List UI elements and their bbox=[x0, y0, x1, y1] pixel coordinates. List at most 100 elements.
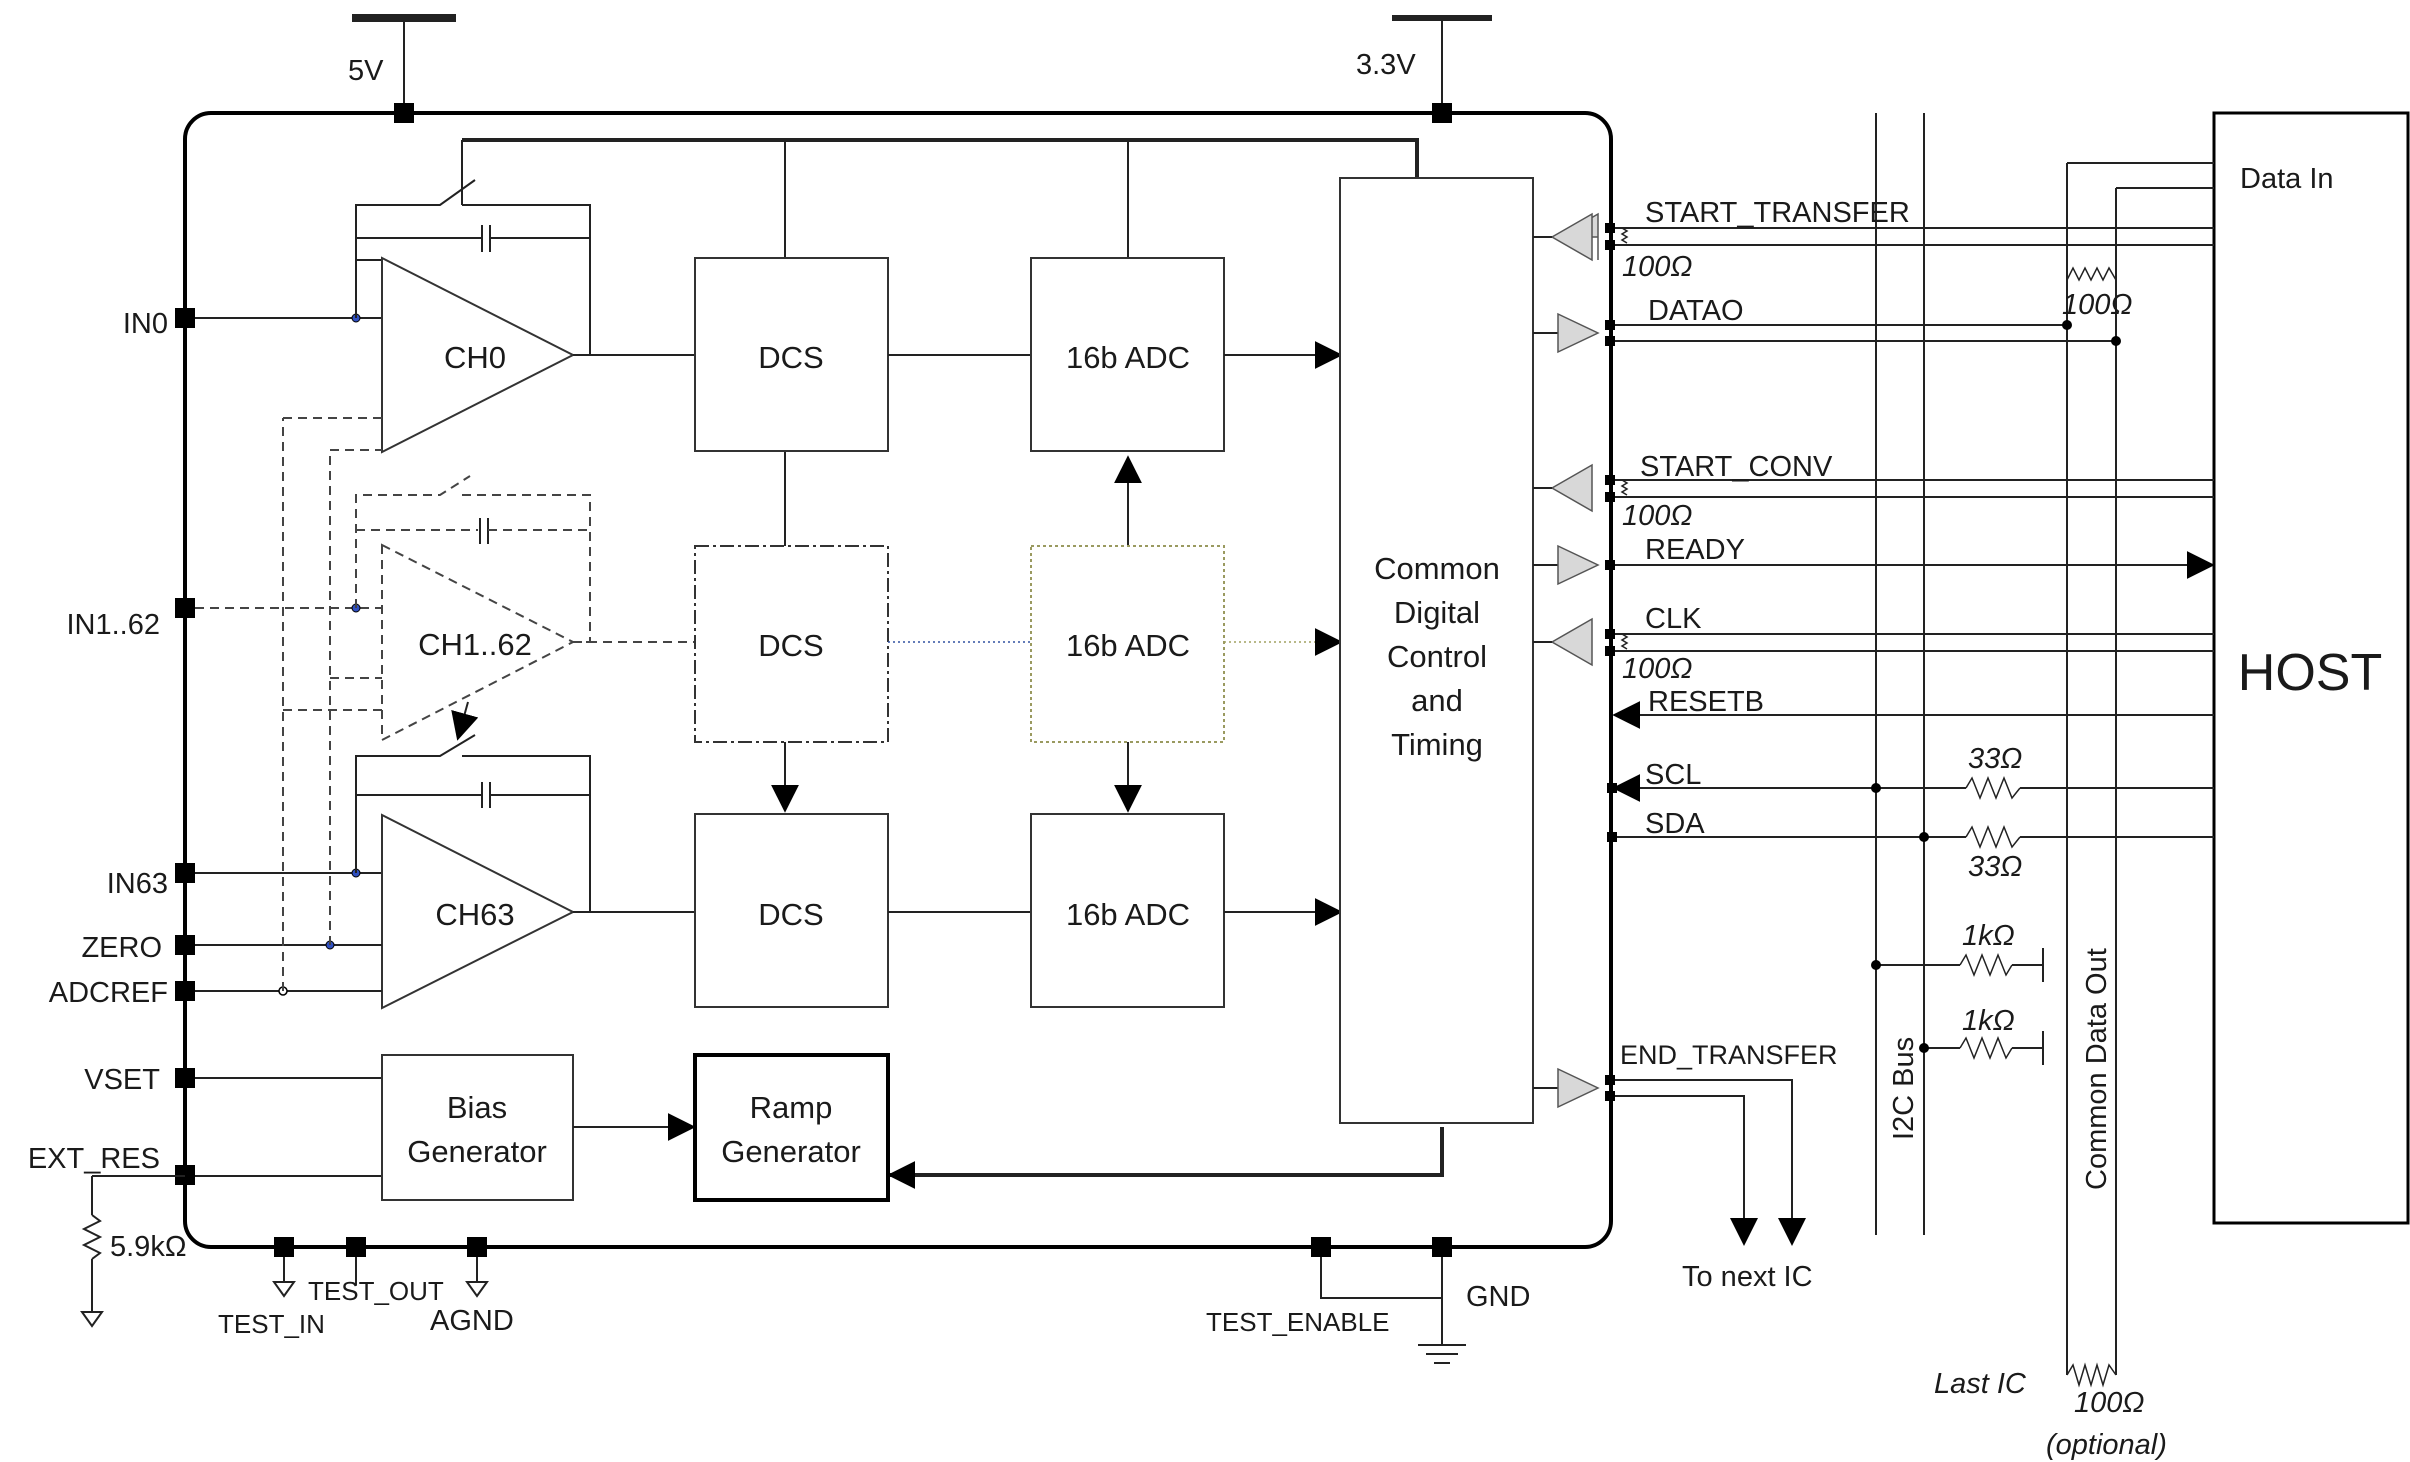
dcs-label-ch63: DCS bbox=[758, 897, 823, 932]
pin-in0 bbox=[175, 308, 195, 328]
start-transfer-label: START_TRANSFER bbox=[1645, 197, 1910, 229]
last-ic-termination: Last IC 100Ω (optional) bbox=[1934, 1362, 2167, 1461]
chip-outline bbox=[183, 111, 1613, 1249]
amp-ch1-62 bbox=[381, 543, 576, 742]
left-pins: IN0 IN1..62 IN63 ZERO ADCREF VSET EXT_RE… bbox=[28, 308, 195, 1185]
to-next-ic-label: To next IC bbox=[1682, 1261, 1813, 1293]
dcs-block-ch1-62 bbox=[694, 545, 889, 743]
ramp-label-1: Ramp bbox=[750, 1090, 833, 1125]
in1-62-label: IN1..62 bbox=[67, 609, 161, 641]
adc-label-ch63: 16b ADC bbox=[1066, 897, 1190, 932]
sda-label: SDA bbox=[1645, 808, 1705, 840]
test-out-label: TEST_OUT bbox=[308, 1276, 444, 1306]
last-ic-r: 100Ω bbox=[2074, 1387, 2144, 1419]
end-transfer-signal: END_TRANSFER To next IC bbox=[1533, 1040, 1838, 1293]
vset-label: VSET bbox=[84, 1064, 160, 1096]
digital-control-block bbox=[1339, 177, 1534, 1124]
control-label-1: Common bbox=[1374, 551, 1500, 586]
control-label-3: Control bbox=[1387, 639, 1487, 674]
adc-block-ch1-62 bbox=[1030, 545, 1225, 743]
agnd-label: AGND bbox=[430, 1305, 514, 1337]
adcref-label: ADCREF bbox=[49, 977, 168, 1009]
start-transfer-signal: START_TRANSFER 100Ω bbox=[1533, 197, 2214, 283]
sda-signal: SDA 33Ω bbox=[1607, 808, 2214, 883]
clk-signal: CLK 100Ω bbox=[1533, 603, 2214, 685]
resetb-label: RESETB bbox=[1648, 686, 1764, 718]
supply-5v-label: 5V bbox=[348, 55, 384, 87]
start-conv-label: START_CONV bbox=[1640, 451, 1833, 483]
scl-label: SCL bbox=[1645, 759, 1701, 791]
amp-ch63 bbox=[381, 813, 576, 1010]
bias-label-2: Generator bbox=[407, 1134, 547, 1169]
i2c-bus-label: I2C Bus bbox=[1888, 1037, 1920, 1140]
ramp-generator-block bbox=[693, 1053, 890, 1202]
pullup-scl-r: 1kΩ bbox=[1962, 920, 2015, 952]
adc-block-ch0 bbox=[1030, 257, 1225, 452]
supply-5v: 5V bbox=[348, 14, 456, 123]
bias-label-1: Bias bbox=[447, 1090, 507, 1125]
host-block bbox=[2212, 111, 2410, 1225]
start-conv-r: 100Ω bbox=[1622, 500, 1692, 532]
datao-label: DATAO bbox=[1648, 295, 1744, 327]
pin-zero bbox=[175, 935, 195, 955]
control-label-5: Timing bbox=[1391, 727, 1483, 762]
channel-63: CH63 bbox=[195, 701, 695, 1010]
optional-label: (optional) bbox=[2046, 1429, 2167, 1461]
test-enable-label: TEST_ENABLE bbox=[1206, 1307, 1390, 1337]
in63-label: IN63 bbox=[107, 868, 168, 900]
scl-r: 33Ω bbox=[1968, 743, 2022, 775]
ch0-label: CH0 bbox=[444, 340, 506, 375]
clk-r: 100Ω bbox=[1622, 653, 1692, 685]
zero-label: ZERO bbox=[81, 932, 162, 964]
supply-3v3: 3.3V bbox=[1356, 15, 1492, 123]
sda-r: 33Ω bbox=[1968, 851, 2022, 883]
amp-ch0 bbox=[381, 256, 576, 454]
reference-wires bbox=[195, 417, 382, 996]
test-in-label: TEST_IN bbox=[218, 1309, 325, 1339]
ch1-62-label: CH1..62 bbox=[418, 627, 532, 662]
end-transfer-label: END_TRANSFER bbox=[1620, 1040, 1838, 1070]
start-transfer-r: 100Ω bbox=[1622, 251, 1692, 283]
dcs-label-ch1-62: DCS bbox=[758, 628, 823, 663]
pin-vset bbox=[175, 1068, 195, 1088]
bottom-pins: TEST_IN TEST_OUT AGND TEST_ENABLE GND bbox=[218, 1237, 1530, 1364]
supply-3v3-label: 3.3V bbox=[1356, 49, 1416, 81]
bias-generator-block bbox=[381, 1054, 574, 1201]
host-label: HOST bbox=[2238, 644, 2382, 702]
pin-adcref bbox=[175, 981, 195, 1001]
pin-in63 bbox=[175, 863, 195, 883]
data-in-label: Data In bbox=[2240, 163, 2334, 195]
channel-1-62: CH1..62 bbox=[195, 475, 695, 742]
resetb-signal: RESETB bbox=[1612, 686, 2214, 729]
last-ic-label: Last IC bbox=[1934, 1368, 2027, 1400]
pin-in1-62 bbox=[175, 598, 195, 618]
scl-signal: SCL 33Ω bbox=[1607, 743, 2214, 802]
adc-label-ch1-62: 16b ADC bbox=[1066, 628, 1190, 663]
ready-signal: READY bbox=[1533, 534, 2215, 586]
dcs-label-ch0: DCS bbox=[758, 340, 823, 375]
start-conv-signal: START_CONV 100Ω bbox=[1533, 451, 2214, 532]
ch63-label: CH63 bbox=[435, 897, 514, 932]
control-label-2: Digital bbox=[1394, 595, 1480, 630]
datao-r: 100Ω bbox=[2062, 289, 2132, 321]
dcs-block-ch63 bbox=[694, 813, 889, 1008]
adc-block-ch63 bbox=[1030, 813, 1225, 1008]
ext-res-label: EXT_RES bbox=[28, 1143, 160, 1175]
gnd-label: GND bbox=[1466, 1281, 1530, 1313]
pullup-sda-r: 1kΩ bbox=[1962, 1005, 2015, 1037]
internal-buses bbox=[461, 138, 1419, 813]
channel-0: CH0 bbox=[195, 179, 695, 454]
clk-label: CLK bbox=[1645, 603, 1702, 635]
ramp-label-2: Generator bbox=[721, 1134, 861, 1169]
dcs-block-ch0 bbox=[694, 257, 889, 452]
in0-label: IN0 bbox=[123, 308, 168, 340]
datao-signal: DATAO 100Ω bbox=[1533, 266, 2132, 354]
ext-res-resistor: 5.9kΩ bbox=[80, 1175, 187, 1328]
common-data-out-label: Common Data Out bbox=[2081, 948, 2113, 1190]
control-label-4: and bbox=[1411, 683, 1463, 718]
ext-res-value: 5.9kΩ bbox=[110, 1231, 187, 1263]
ready-label: READY bbox=[1645, 534, 1745, 566]
adc-label-ch0: 16b ADC bbox=[1066, 340, 1190, 375]
i2c-pullups: 1kΩ 1kΩ bbox=[1871, 920, 2044, 1065]
